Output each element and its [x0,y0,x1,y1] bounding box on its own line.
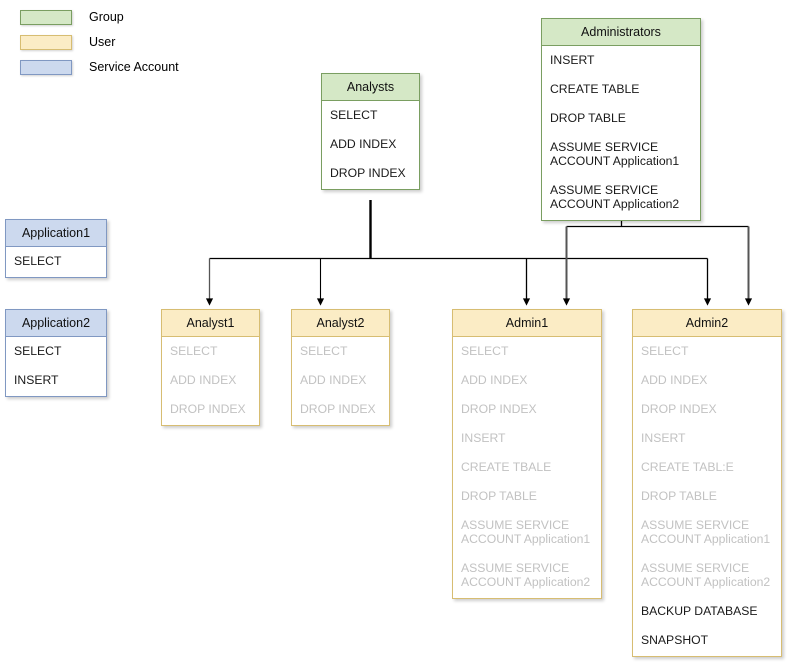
permission-item: ASSUME SERVICE ACCOUNT Application2 [550,183,680,211]
permission-item: SELECT [300,344,348,358]
permission-item: SELECT [170,344,218,358]
node-administrators-permissions: INSERT CREATE TABLE DROP TABLE ASSUME SE… [542,46,700,220]
permission-item: ADD INDEX [641,373,708,387]
permission-item: INSERT [641,431,686,445]
node-admin2-title: Admin2 [633,310,781,337]
node-administrators-title: Administrators [542,19,700,46]
node-admin1-title: Admin1 [453,310,601,337]
node-admin1-permissions: SELECT ADD INDEX DROP INDEX INSERT CREAT… [453,337,601,598]
permission-item: ADD INDEX [461,373,528,387]
node-admin2[interactable]: Admin2 SELECT ADD INDEX DROP INDEX INSER… [632,309,782,657]
permission-item: DROP INDEX [330,166,406,180]
node-admin2-permissions: SELECT ADD INDEX DROP INDEX INSERT CREAT… [633,337,781,656]
legend-item-service-account: Service Account [20,56,250,78]
permission-item: BACKUP DATABASE [641,604,758,618]
node-administrators[interactable]: Administrators INSERT CREATE TABLE DROP … [541,18,701,221]
node-analyst2-title: Analyst2 [292,310,389,337]
permission-item: SELECT [14,344,62,358]
node-application1-permissions: SELECT [6,247,106,277]
permission-item: ASSUME SERVICE ACCOUNT Application2 [641,561,771,589]
permission-item: SNAPSHOT [641,633,709,647]
permission-item: ASSUME SERVICE ACCOUNT Application1 [641,518,771,546]
permission-item: DROP INDEX [300,402,376,416]
node-analysts-title: Analysts [322,74,419,101]
permission-item: ASSUME SERVICE ACCOUNT Application2 [461,561,591,589]
node-analyst1-title: Analyst1 [162,310,259,337]
legend-item-group: Group [20,6,250,28]
permission-item: DROP INDEX [170,402,246,416]
permission-item: ASSUME SERVICE ACCOUNT Application1 [550,140,680,168]
legend-item-user: User [20,31,250,53]
node-analyst1-permissions: SELECT ADD INDEX DROP INDEX [162,337,259,425]
permission-item: INSERT [550,53,595,67]
permission-item: DROP TABLE [641,489,717,503]
permission-item: ADD INDEX [170,373,237,387]
permission-item: SELECT [461,344,509,358]
permission-item: INSERT [14,373,59,387]
permission-item: DROP TABLE [550,111,626,125]
permission-item: CREATE TABL:E [641,460,734,474]
permission-item: DROP INDEX [461,402,537,416]
legend-label-group: Group [89,10,124,24]
group-swatch-icon [20,9,72,25]
node-application2-title: Application2 [6,310,106,337]
permission-item: ASSUME SERVICE ACCOUNT Application1 [461,518,591,546]
permission-item: CREATE TBALE [461,460,552,474]
node-application1-title: Application1 [6,220,106,247]
node-analyst1[interactable]: Analyst1 SELECT ADD INDEX DROP INDEX [161,309,260,426]
permission-item: ADD INDEX [330,137,397,151]
permission-item: DROP TABLE [461,489,537,503]
node-admin1[interactable]: Admin1 SELECT ADD INDEX DROP INDEX INSER… [452,309,602,599]
permission-item: CREATE TABLE [550,82,640,96]
legend-label-service-account: Service Account [89,60,179,74]
service-account-swatch-icon [20,59,72,75]
legend: Group User Service Account [20,6,250,81]
node-analyst2-permissions: SELECT ADD INDEX DROP INDEX [292,337,389,425]
user-swatch-icon [20,34,72,50]
permission-item: SELECT [330,108,378,122]
permission-item: ADD INDEX [300,373,367,387]
node-application2[interactable]: Application2 SELECT INSERT [5,309,107,397]
node-application1[interactable]: Application1 SELECT [5,219,107,278]
legend-label-user: User [89,35,116,49]
permission-item: DROP INDEX [641,402,717,416]
node-analysts-permissions: SELECT ADD INDEX DROP INDEX [322,101,419,189]
node-application2-permissions: SELECT INSERT [6,337,106,396]
node-analyst2[interactable]: Analyst2 SELECT ADD INDEX DROP INDEX [291,309,390,426]
node-analysts[interactable]: Analysts SELECT ADD INDEX DROP INDEX [321,73,420,190]
permission-item: INSERT [461,431,506,445]
permission-item: SELECT [14,254,62,268]
permission-item: SELECT [641,344,689,358]
